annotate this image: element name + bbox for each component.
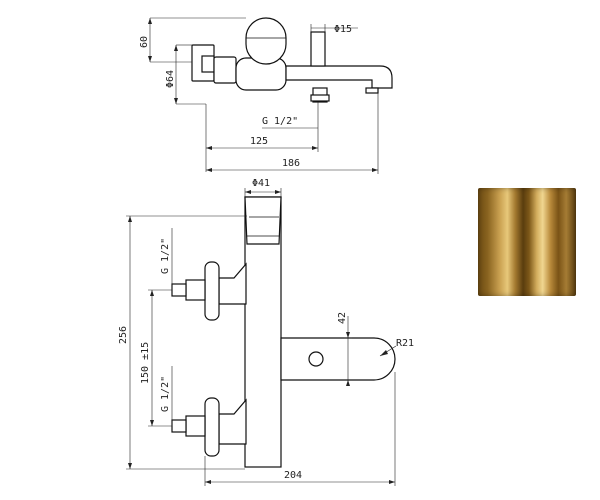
dim-41-arrow-right xyxy=(275,190,281,194)
diverter-knob xyxy=(310,31,326,67)
dim-125-arrow-right xyxy=(312,146,318,150)
dim-186-label: 186 xyxy=(282,158,300,169)
lower-flange xyxy=(204,397,220,457)
dim-125-arrow-left xyxy=(206,146,212,150)
front-view: Φ41 256 150 ±15 G 1/2" G 1/2" 42 R21 xyxy=(118,178,414,486)
dim-150-label: 150 ±15 xyxy=(140,342,151,384)
upper-arm xyxy=(218,262,247,305)
dim-thread-lower-label: G 1/2" xyxy=(160,376,171,412)
dim-42-label: 42 xyxy=(337,312,348,324)
dim-125-label: 125 xyxy=(250,136,268,147)
dim-15-label: Φ15 xyxy=(334,24,352,35)
dim-r21-label: R21 xyxy=(396,338,414,349)
dim-64-arrow-bottom xyxy=(174,98,178,104)
upper-flange xyxy=(204,261,220,321)
wall-plate-inner xyxy=(201,55,215,73)
dim-204-label: 204 xyxy=(284,470,302,481)
dim-42-arrow-top xyxy=(346,332,350,338)
top-view: 60 Φ64 Φ15 G 1/2" 125 186 xyxy=(139,17,393,174)
upper-nut xyxy=(185,279,206,301)
lower-arm xyxy=(218,398,247,445)
dim-256-label: 256 xyxy=(118,326,129,344)
dim-60-arrow-bottom xyxy=(148,56,152,62)
dim-186-arrow-right xyxy=(372,168,378,172)
dim-64-arrow-top xyxy=(174,45,178,51)
dim-thread-label: G 1/2" xyxy=(262,116,298,127)
lower-pipe xyxy=(171,419,187,433)
dim-256-arrow-top xyxy=(128,216,132,222)
spout-aerator xyxy=(365,87,379,94)
spout-front xyxy=(280,337,396,381)
handle-top xyxy=(245,17,287,65)
dim-60-label: 60 xyxy=(139,36,150,48)
spout-top xyxy=(285,65,393,89)
dim-150-arrow-top xyxy=(150,290,154,296)
finish-swatch xyxy=(478,188,576,296)
upper-pipe xyxy=(171,283,187,297)
outlet-connector-nut xyxy=(310,94,330,102)
dim-64-label: Φ64 xyxy=(165,70,176,88)
dim-r21-arrow xyxy=(380,350,388,356)
dim-204-arrow-left xyxy=(205,480,211,484)
dim-42-arrow-bottom xyxy=(346,380,350,386)
dim-60-arrow-top xyxy=(148,18,152,24)
dim-thread-upper-label: G 1/2" xyxy=(160,238,171,274)
dim-204-arrow-right xyxy=(389,480,395,484)
dim-150-arrow-bottom xyxy=(150,420,154,426)
dim-256-arrow-bottom xyxy=(128,463,132,469)
dim-186-arrow-left xyxy=(206,168,212,172)
spout-outlet xyxy=(308,351,324,367)
dim-41-label: Φ41 xyxy=(252,178,270,189)
column-top-cap xyxy=(244,196,282,245)
lower-nut xyxy=(185,415,206,437)
connector-flange xyxy=(213,56,237,84)
dim-41-arrow-left xyxy=(245,190,251,194)
